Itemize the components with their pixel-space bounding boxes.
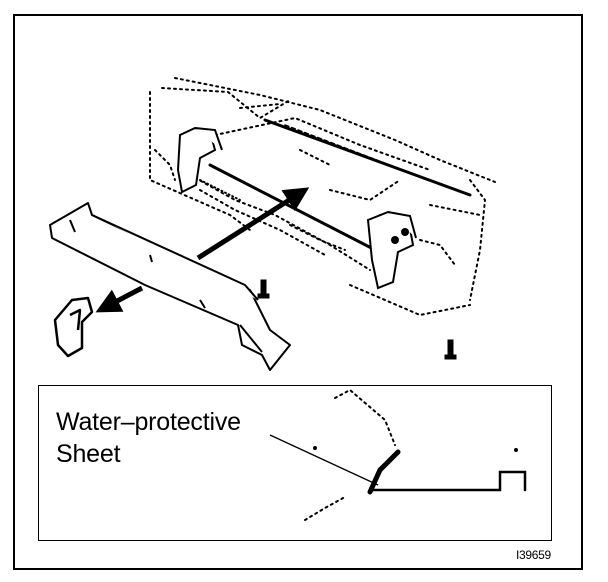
sheet-callout-label: Water–protective Sheet	[56, 406, 241, 470]
seat-frame-assembly	[149, 77, 496, 317]
sheet-detail-drawing	[304, 388, 527, 521]
screw-fasteners	[257, 279, 457, 360]
left-bracket	[176, 126, 223, 194]
label-leader-line	[269, 434, 379, 486]
clip-part	[53, 296, 94, 358]
callout-line-1: Water–protective	[56, 408, 241, 436]
right-bracket	[366, 210, 417, 290]
detail-inset-box	[38, 385, 552, 541]
callout-line-2: Sheet	[56, 440, 121, 468]
figure-number: I39659	[516, 548, 551, 562]
clip-arrow	[95, 285, 144, 313]
seat-rails	[199, 118, 472, 257]
assembly-arrow-main	[196, 187, 310, 261]
trim-cover-panel	[49, 202, 291, 371]
